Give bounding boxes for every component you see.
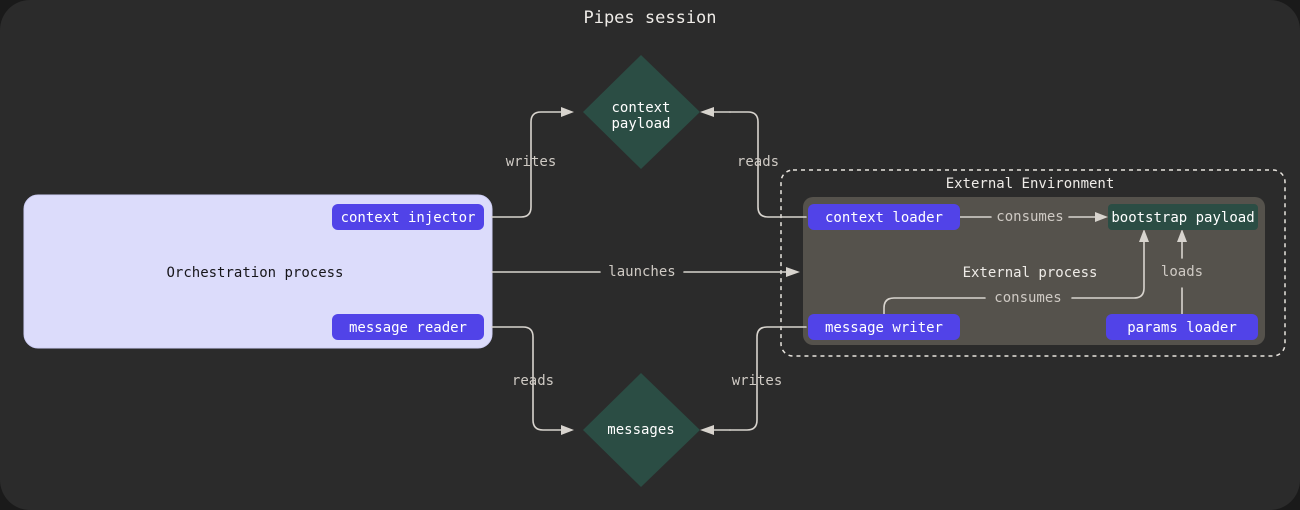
message-reader-label: message reader — [349, 320, 467, 336]
edge-label-writes-context: writes — [506, 154, 557, 170]
arrow-head-writes-messages — [700, 425, 714, 435]
bootstrap-payload-shape — [1108, 204, 1258, 230]
cluster-external-environment — [780, 169, 1286, 357]
edge-label-reads-messages: reads — [512, 373, 554, 389]
node-params-loader[interactable]: params loader — [1106, 314, 1258, 340]
arrow-head-loads — [1177, 229, 1187, 242]
arrow-head-reads-context — [700, 107, 714, 117]
context-loader-label: context loader — [825, 210, 943, 226]
node-message-writer[interactable]: message writer — [808, 314, 960, 340]
node-bootstrap-payload[interactable]: bootstrap payload — [1108, 204, 1258, 230]
message-reader-shape — [332, 314, 484, 340]
message-writer-label: message writer — [825, 320, 943, 336]
edge-consumes-message: consumes — [883, 229, 1149, 317]
edge-consumes-context: consumes — [959, 209, 1108, 225]
context-injector-label: context injector — [341, 210, 476, 226]
cluster-external-process — [803, 197, 1265, 345]
arrow-head-launches — [786, 267, 800, 277]
edge-label-consumes-message: consumes — [994, 290, 1061, 306]
node-messages[interactable]: messages — [583, 373, 700, 487]
cluster-label-external-environment: External Environment — [946, 176, 1115, 192]
edge-label-writes-messages: writes — [732, 373, 783, 389]
params-loader-label: params loader — [1127, 320, 1237, 336]
edge-label-loads: loads — [1161, 264, 1203, 280]
context-loader-shape — [808, 204, 960, 230]
cluster-label-external-process: External process — [963, 265, 1098, 281]
edge-reads-messages: reads — [491, 326, 574, 435]
edge-label-reads-context: reads — [737, 154, 779, 170]
context-payload-label-line1: context — [611, 100, 670, 116]
edge-reads-context: reads — [700, 107, 807, 218]
bootstrap-payload-label: bootstrap payload — [1111, 210, 1254, 226]
context-payload-label-line2: payload — [611, 116, 670, 132]
node-context-payload[interactable]: context payload — [583, 55, 700, 169]
message-writer-shape — [808, 314, 960, 340]
context-payload-diamond-shape — [583, 55, 700, 169]
edge-writes-context: writes — [491, 107, 574, 218]
edge-loads: loads — [1161, 229, 1203, 317]
messages-label: messages — [607, 422, 674, 438]
messages-diamond-shape — [583, 373, 700, 487]
node-message-reader[interactable]: message reader — [332, 314, 484, 340]
context-injector-shape — [332, 204, 484, 230]
page-title: Pipes session — [583, 8, 716, 28]
arrow-head-reads-messages — [561, 425, 574, 435]
edge-label-consumes-context: consumes — [996, 209, 1063, 225]
arrow-head-writes-context — [561, 107, 574, 117]
arrow-head-consumes-message — [1139, 229, 1149, 242]
node-context-loader[interactable]: context loader — [808, 204, 960, 230]
edge-label-launches: launches — [608, 264, 675, 280]
edge-launches: launches — [491, 264, 800, 280]
edge-writes-messages: writes — [700, 326, 807, 435]
cluster-label-orchestration-process: Orchestration process — [166, 265, 343, 281]
node-context-injector[interactable]: context injector — [332, 204, 484, 230]
arrow-head-consumes-context — [1095, 212, 1108, 222]
params-loader-shape — [1106, 314, 1258, 340]
